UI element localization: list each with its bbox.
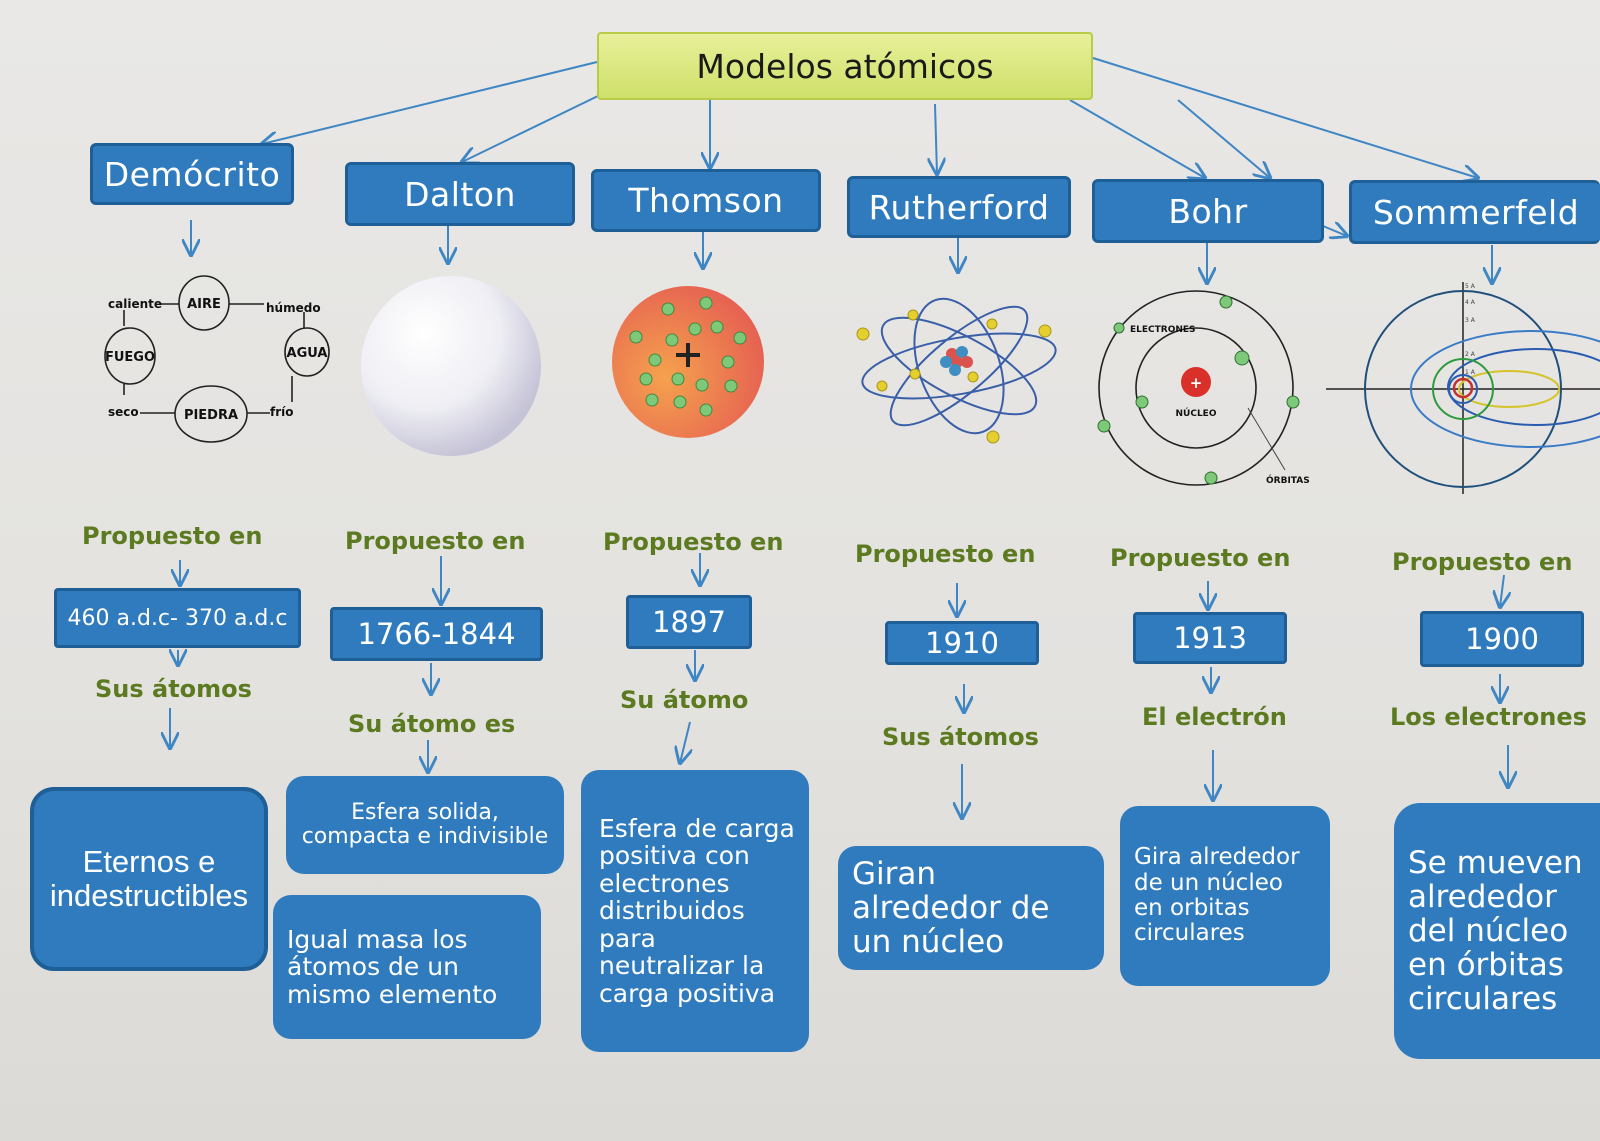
bohr-nucleus-plus: +: [1190, 374, 1203, 392]
description-dalton-2: Igual masa los átomos de un mismo elemen…: [273, 895, 541, 1039]
description-democrito-text: Eternos e indestructibles: [49, 843, 249, 913]
year-bohr: 1913: [1133, 612, 1287, 664]
description-thomson: Esfera de carga positiva con electrones …: [581, 770, 809, 1052]
relation-democrito: Sus átomos: [95, 675, 252, 703]
description-sommerfeld: Se mueven alrededor del núcleo en órbita…: [1394, 803, 1600, 1059]
label-aire: AIRE: [187, 297, 221, 312]
bohr-label-nucleo: NÚCLEO: [1176, 407, 1217, 419]
model-header-bohr: Bohr: [1092, 179, 1324, 243]
description-dalton-1-text: Esfera solida, compacta e indivisible: [301, 799, 549, 849]
year-democrito: 460 a.d.c- 370 a.d.c: [54, 588, 301, 648]
description-rutherford: Giran alrededor de un núcleo: [838, 846, 1104, 970]
description-democrito: Eternos e indestructibles: [30, 787, 268, 971]
proposed-label-thomson: Propuesto en: [603, 528, 784, 556]
proposed-label-rutherford: Propuesto en: [855, 540, 1036, 568]
year-sommerfeld: 1900: [1420, 611, 1584, 667]
description-sommerfeld-text: Se mueven alrededor del núcleo en órbita…: [1408, 844, 1583, 1018]
label-caliente: caliente: [108, 297, 162, 311]
description-dalton-1: Esfera solida, compacta e indivisible: [286, 776, 564, 874]
bohr-label-orbitas: ÓRBITAS: [1266, 474, 1310, 486]
sommerfeld-scale-4: 4 A: [1465, 299, 1476, 306]
thomson-plum-pudding-illustration: [612, 286, 764, 438]
proposed-label-dalton: Propuesto en: [345, 527, 526, 555]
relation-rutherford: Sus átomos: [882, 723, 1039, 751]
proposed-label-sommerfeld: Propuesto en: [1392, 548, 1573, 576]
model-header-sommerfeld: Sommerfeld: [1349, 180, 1600, 244]
sommerfeld-atom-illustration: 5 A 4 A 3 A 2 A 1 A: [1326, 282, 1600, 494]
description-thomson-text: Esfera de carga positiva con electrones …: [599, 813, 795, 1008]
model-header-thomson: Thomson: [591, 169, 821, 232]
relation-sommerfeld: Los electrones: [1390, 703, 1587, 731]
relation-bohr: El electrón: [1142, 703, 1287, 731]
democrito-elements-diagram: AIRE FUEGO AGUA PIEDRA caliente húmedo s…: [104, 275, 330, 443]
bohr-label-electrones: ELECTRONES: [1130, 325, 1196, 335]
model-header-rutherford: Rutherford: [847, 176, 1071, 238]
sommerfeld-scale-2: 2 A: [1465, 351, 1476, 358]
proposed-label-democrito: Propuesto en: [82, 522, 263, 550]
label-agua: AGUA: [287, 346, 328, 361]
model-header-dalton: Dalton: [345, 162, 575, 226]
year-thomson: 1897: [626, 595, 752, 649]
label-seco: seco: [108, 405, 139, 419]
label-humedo: húmedo: [266, 301, 321, 315]
model-header-democrito: Demócrito: [90, 143, 294, 205]
year-rutherford: 1910: [885, 621, 1039, 665]
label-frio: frío: [270, 405, 294, 419]
description-bohr: Gira alrededor de un núcleo en orbitas c…: [1120, 806, 1330, 986]
root-title: Modelos atómicos: [597, 32, 1093, 100]
sommerfeld-scale-1: 1 A: [1465, 369, 1476, 376]
label-fuego: FUEGO: [105, 350, 155, 365]
proposed-label-bohr: Propuesto en: [1110, 544, 1291, 572]
description-dalton-2-text: Igual masa los átomos de un mismo elemen…: [287, 924, 498, 1009]
relation-thomson: Su átomo: [620, 686, 749, 714]
sommerfeld-scale-3: 3 A: [1465, 317, 1476, 324]
dalton-sphere-illustration: [361, 276, 541, 456]
bohr-atom-illustration: + ELECTRONES NÚCLEO ÓRBITAS: [1097, 290, 1310, 486]
description-rutherford-text: Giran alrededor de un núcleo: [852, 855, 1050, 961]
sommerfeld-scale-5: 5 A: [1465, 283, 1476, 290]
description-bohr-text: Gira alrededor de un núcleo en orbitas c…: [1134, 844, 1300, 947]
label-piedra: PIEDRA: [184, 408, 238, 423]
year-dalton: 1766-1844: [330, 607, 543, 661]
relation-dalton: Su átomo es: [348, 710, 516, 738]
rutherford-atom-illustration: [856, 297, 1057, 444]
